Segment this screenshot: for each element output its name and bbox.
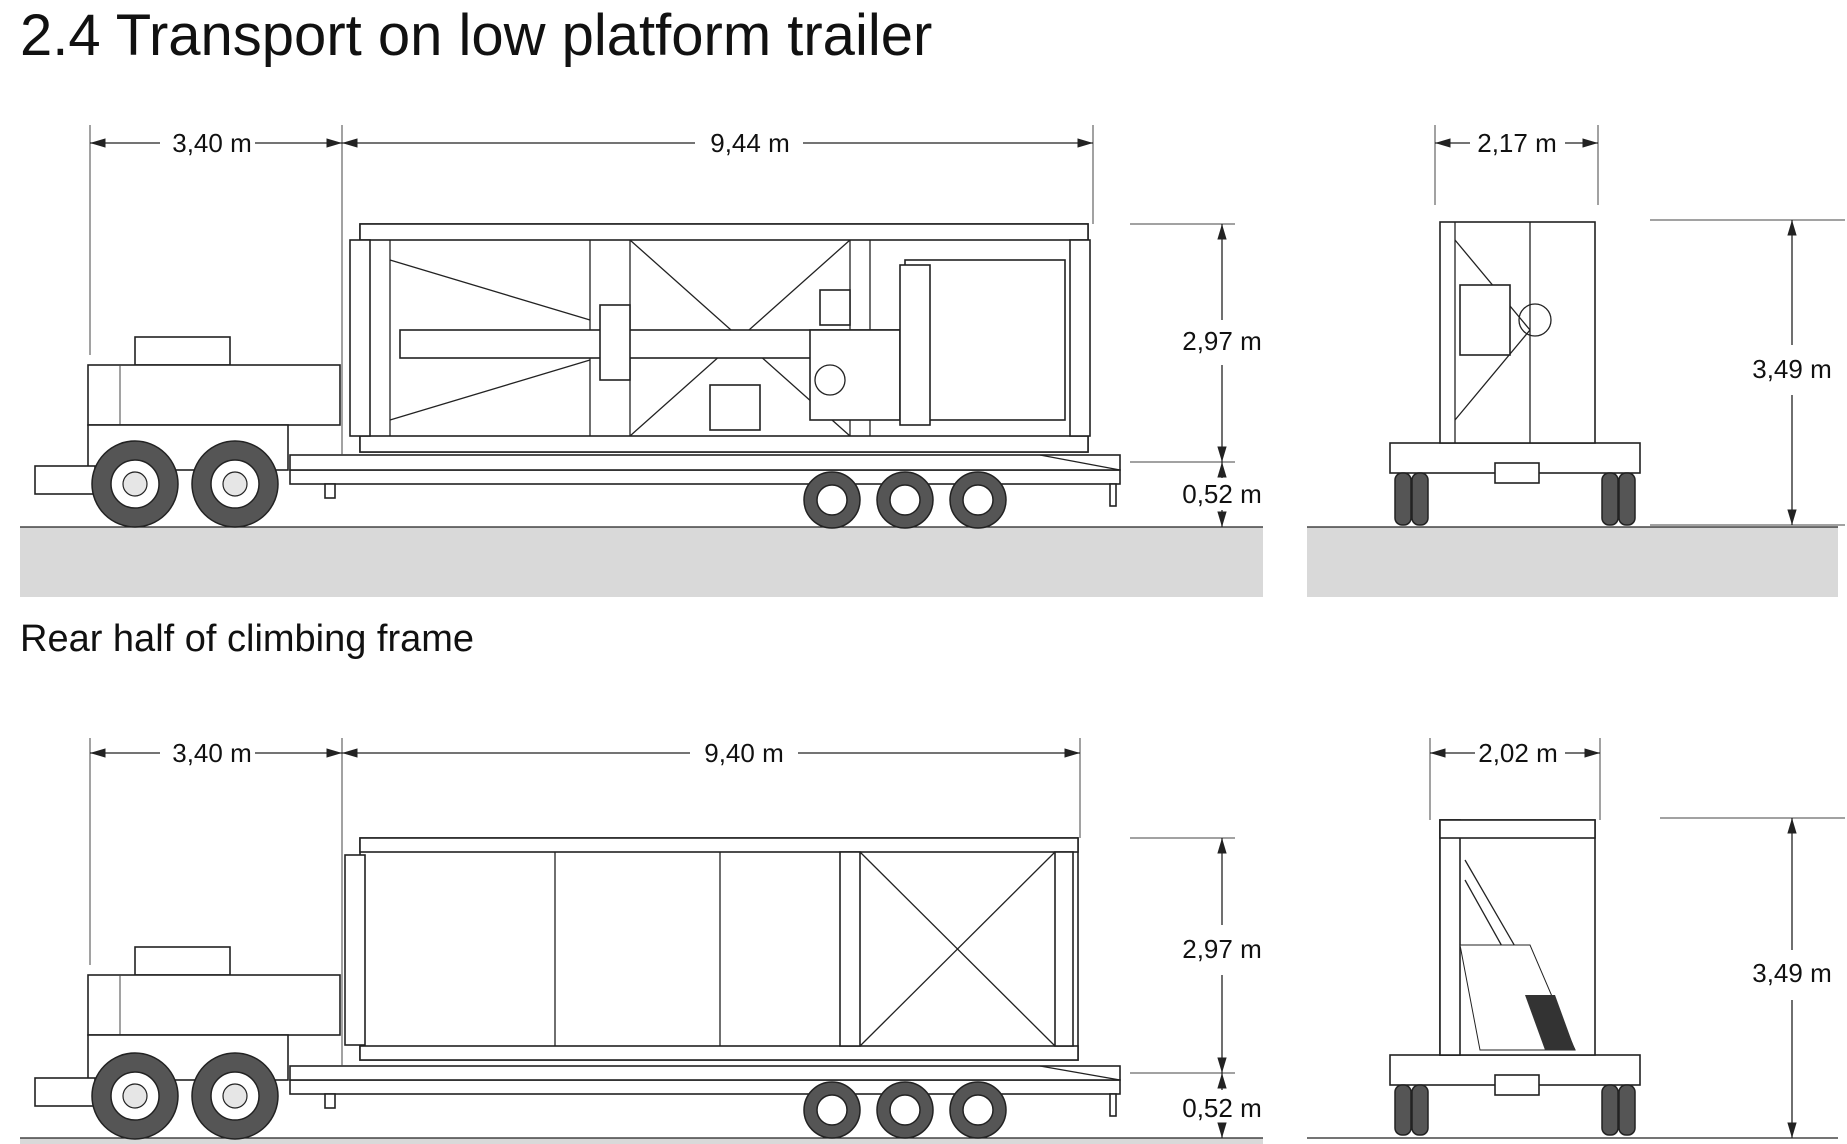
dim-load-height: 2,97 m — [1182, 326, 1262, 356]
ground — [20, 527, 1263, 597]
dim-load-length: 9,44 m — [710, 128, 790, 158]
dim-load-width: 2,02 m — [1478, 738, 1558, 768]
dim-total-height: 3,49 m — [1752, 354, 1832, 384]
dim-tractor-length: 3,40 m — [172, 128, 252, 158]
rear-view-bottom: 2,02 m 3,49 m — [1307, 738, 1845, 1139]
ground — [1307, 527, 1838, 597]
tractor-wheel — [91, 1052, 279, 1140]
dim-tractor-length: 3,40 m — [172, 738, 252, 768]
climbing-frame — [349, 223, 1091, 453]
trailer-wheel — [803, 471, 1007, 529]
section-title: Rear half of climbing frame — [20, 618, 475, 660]
tractor — [34, 946, 1121, 1117]
climbing-frame — [344, 837, 1079, 1061]
dim-load-width: 2,17 m — [1477, 128, 1557, 158]
dim-load-length: 9,40 m — [704, 738, 784, 768]
dim-platform-height: 0,52 m — [1182, 1093, 1262, 1123]
side-view-bottom: 3,40 m 9,40 m 2,97 m 0,52 m — [20, 738, 1263, 1144]
tractor-wheel — [91, 440, 279, 528]
rear-view-top: 2,17 m 3,49 m — [1307, 125, 1845, 597]
side-view-top: 3,40 m 9,44 m 2,97 m 0,52 m — [20, 125, 1263, 597]
ground — [20, 1138, 1263, 1144]
dim-total-height: 3,49 m — [1752, 958, 1832, 988]
dim-load-height: 2,97 m — [1182, 934, 1262, 964]
dim-platform-height: 0,52 m — [1182, 479, 1262, 509]
trailer-wheel — [803, 1081, 1007, 1139]
page-title: 2.4 Transport on low platform trailer — [20, 3, 933, 68]
